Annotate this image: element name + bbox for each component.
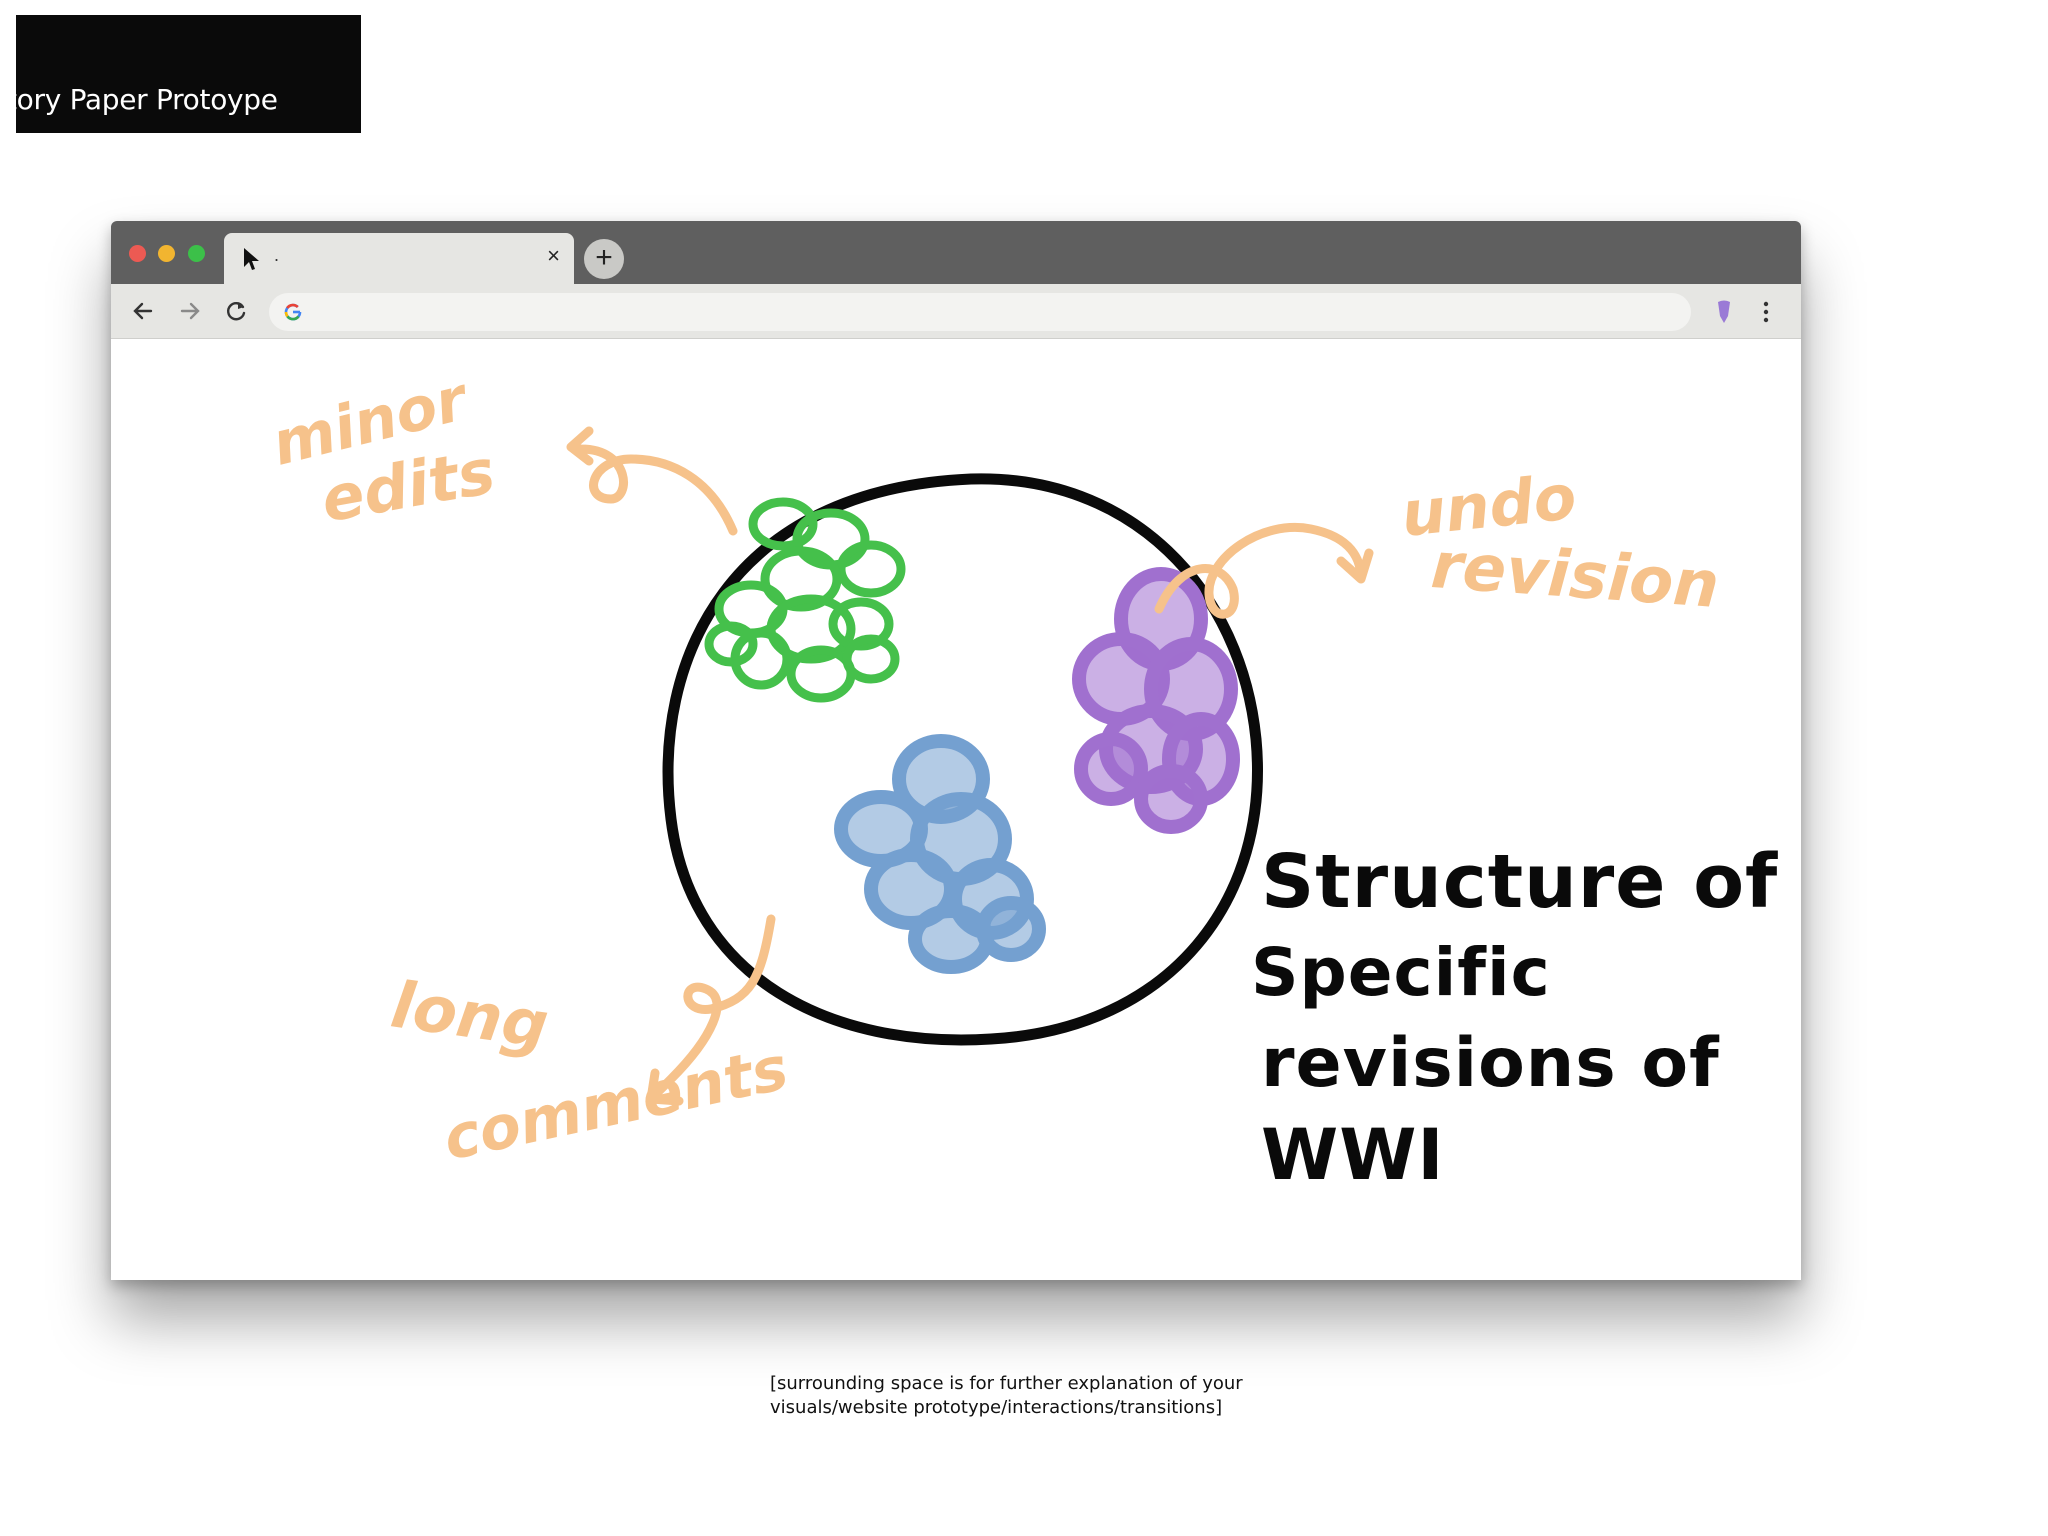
- minor-edits-arrow: [566, 426, 738, 536]
- sketch-title-line-1: Structure of: [1261, 839, 1779, 925]
- page-content: minor edits undo revision long comments …: [111, 339, 1801, 1280]
- structure-circle: [662, 473, 1263, 1046]
- caption-line-2: visuals/website prototype/interactions/t…: [770, 1397, 1223, 1418]
- green-scribble-cluster: [704, 497, 906, 703]
- extension-icon[interactable]: [1714, 299, 1734, 325]
- purple-scribble-cluster: [1072, 567, 1240, 834]
- address-bar[interactable]: [269, 293, 1691, 331]
- back-arrow-icon[interactable]: [129, 297, 157, 325]
- maximize-window-button[interactable]: [188, 245, 205, 262]
- browser-tab[interactable]: . ×: [224, 233, 574, 284]
- new-tab-button[interactable]: +: [584, 239, 624, 279]
- tab-close-button[interactable]: ×: [547, 243, 560, 268]
- forward-arrow-icon[interactable]: [176, 297, 204, 325]
- browser-toolbar: [111, 284, 1801, 339]
- sketch-canvas: [566, 426, 1374, 1106]
- long-comments-arrow: [646, 914, 776, 1106]
- reload-icon[interactable]: [222, 297, 250, 325]
- sketch-title-line-2: Specific: [1251, 934, 1551, 1011]
- menu-dots-icon[interactable]: [1759, 298, 1773, 326]
- cursor-icon: [244, 248, 259, 270]
- caption: [surrounding space is for further explan…: [770, 1372, 1290, 1420]
- sketch-title-line-3: revisions of: [1261, 1024, 1720, 1103]
- google-icon: [284, 303, 302, 321]
- tab-bar: . × +: [111, 221, 1801, 284]
- browser-window: . × +: [111, 221, 1801, 1280]
- minimize-window-button[interactable]: [158, 245, 175, 262]
- blue-scribble-cluster: [834, 734, 1046, 974]
- header-block: tory Paper Protoype: [16, 15, 361, 133]
- caption-line-1: [surrounding space is for further explan…: [770, 1373, 1243, 1394]
- header-title: tory Paper Protoype: [16, 83, 278, 116]
- tab-title: .: [274, 245, 280, 265]
- sketch-title-line-4: WWI: [1261, 1114, 1445, 1196]
- undo-revision-arrow: [1154, 523, 1374, 619]
- close-window-button[interactable]: [129, 245, 146, 262]
